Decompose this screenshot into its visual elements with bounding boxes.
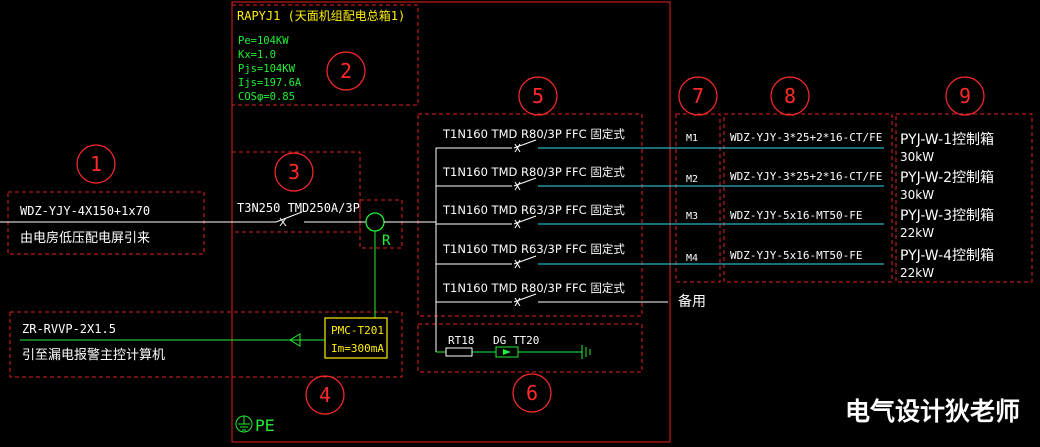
branch-cable-box bbox=[723, 113, 893, 283]
branch-2-power: 30kW bbox=[900, 188, 934, 202]
panel-title: RAPYJ1 (天面机组配电总箱1) bbox=[237, 8, 405, 23]
main-breaker-box bbox=[231, 151, 361, 233]
branch-1-cable: WDZ-YJY-3*25+2*16-CT/FE bbox=[730, 131, 882, 144]
branch-3-cable: WDZ-YJY-5x16-MT50-FE bbox=[730, 209, 862, 222]
callout-4-label: 4 bbox=[319, 383, 331, 407]
ct-label: R bbox=[382, 233, 391, 249]
branch-spare-label: 备用 bbox=[678, 293, 706, 310]
pe-earth-icon bbox=[235, 415, 253, 433]
main-breaker-label: T3N250 TMD250A/3P bbox=[237, 201, 360, 215]
alarm-destination-label: 引至漏电报警主控计算机 bbox=[22, 347, 165, 363]
panel-params-box bbox=[231, 4, 419, 106]
branch-3-breaker-label: T1N160 TMD R63/3P FFC 固定式 bbox=[442, 203, 625, 217]
incoming-source-label: 由电房低压配电屏引来 bbox=[20, 230, 150, 246]
branch-4-circuit-id: M4 bbox=[686, 253, 698, 264]
alarm-cable-label: ZR-RVVP-2X1.5 bbox=[22, 322, 116, 336]
panel-frame bbox=[231, 1, 671, 443]
main-breaker-symbol bbox=[275, 211, 303, 227]
pe-label: PE bbox=[255, 416, 275, 435]
panel-param-pjs: Pjs=104KW bbox=[238, 63, 296, 75]
branch-4-load: PYJ-W-4控制箱 bbox=[900, 248, 994, 264]
panel-param-kx: Kx=1.0 bbox=[238, 49, 276, 61]
branch-3-power: 22kW bbox=[900, 226, 934, 240]
branch-circuit-1: T1N160 TMD R80/3P FFC 固定式 M1 WDZ-YJY-3*2… bbox=[436, 127, 994, 164]
branch-circuit-2: T1N160 TMD R80/3P FFC 固定式 M2 WDZ-YJY-3*2… bbox=[436, 165, 994, 202]
fuse-icon bbox=[445, 347, 473, 357]
branch-circuit-4: T1N160 TMD R63/3P FFC 固定式 M4 WDZ-YJY-5x1… bbox=[436, 242, 994, 280]
callout-9-label: 9 bbox=[959, 84, 971, 108]
callout-5: 5 bbox=[518, 76, 558, 116]
branch-circuit-3: T1N160 TMD R63/3P FFC 固定式 M3 WDZ-YJY-5x1… bbox=[436, 203, 994, 240]
callout-4: 4 bbox=[305, 375, 345, 415]
fuse-label: RT18 bbox=[448, 334, 475, 347]
signal-arrow-icon bbox=[289, 333, 301, 347]
branch-2-circuit-id: M2 bbox=[686, 174, 698, 185]
spd-label: DG TT20 bbox=[493, 334, 539, 347]
leakage-alarm-device bbox=[324, 317, 388, 359]
spd-arrow-icon bbox=[503, 349, 511, 355]
callout-1-label: 1 bbox=[90, 152, 102, 176]
branch-2-breaker-label: T1N160 TMD R80/3P FFC 固定式 bbox=[442, 165, 625, 179]
branch-circuit-spare: T1N160 TMD R80/3P FFC 固定式 备用 bbox=[436, 281, 706, 310]
load-box bbox=[895, 113, 1033, 283]
branch-2-load: PYJ-W-2控制箱 bbox=[900, 170, 994, 186]
author-watermark: 电气设计狄老师 bbox=[845, 397, 1020, 426]
incoming-cable-box bbox=[7, 191, 205, 255]
ground-icon bbox=[581, 345, 591, 359]
callout-8: 8 bbox=[770, 76, 810, 116]
callout-6-label: 6 bbox=[526, 381, 538, 405]
panel-param-pe: Pe=104KW bbox=[238, 35, 289, 47]
branch-3-circuit-id: M3 bbox=[686, 211, 698, 222]
branch-5-breaker-label: T1N160 TMD R80/3P FFC 固定式 bbox=[442, 281, 625, 295]
callout-2-label: 2 bbox=[340, 59, 352, 83]
ct-box bbox=[359, 199, 403, 249]
callout-1: 1 bbox=[76, 144, 116, 184]
branch-breakers-box bbox=[417, 113, 643, 317]
alarm-device-rating: Im=300mA bbox=[331, 342, 384, 355]
circuit-id-box bbox=[675, 113, 721, 283]
branch-1-circuit-id: M1 bbox=[686, 133, 698, 144]
callout-3-label: 3 bbox=[288, 160, 300, 184]
branch-1-power: 30kW bbox=[900, 150, 934, 164]
callout-5-label: 5 bbox=[532, 84, 544, 108]
alarm-cable-box bbox=[9, 311, 403, 378]
panel-param-ijs: Ijs=197.6A bbox=[238, 77, 302, 89]
callout-7-label: 7 bbox=[692, 84, 704, 108]
alarm-device-model: PMC-T201 bbox=[331, 324, 384, 337]
panel-param-cos: COSφ=0.85 bbox=[238, 91, 295, 103]
branch-4-power: 22kW bbox=[900, 266, 934, 280]
branch-4-breaker-label: T1N160 TMD R63/3P FFC 固定式 bbox=[442, 242, 625, 256]
callout-2: 2 bbox=[326, 51, 366, 91]
callout-8-label: 8 bbox=[784, 84, 796, 108]
incoming-cable-label: WDZ-YJY-4X150+1x70 bbox=[20, 204, 150, 218]
branch-2-cable: WDZ-YJY-3*25+2*16-CT/FE bbox=[730, 170, 882, 183]
callout-9: 9 bbox=[945, 76, 985, 116]
branch-1-breaker-label: T1N160 TMD R80/3P FFC 固定式 bbox=[442, 127, 625, 141]
callout-6: 6 bbox=[512, 373, 552, 413]
callout-3: 3 bbox=[274, 152, 314, 192]
callout-7: 7 bbox=[678, 76, 718, 116]
ct-ring-icon bbox=[365, 212, 385, 232]
surge-protection-box bbox=[417, 323, 643, 373]
branch-4-cable: WDZ-YJY-5x16-MT50-FE bbox=[730, 249, 862, 262]
branch-1-load: PYJ-W-1控制箱 bbox=[900, 132, 994, 148]
branch-3-load: PYJ-W-3控制箱 bbox=[900, 208, 994, 224]
